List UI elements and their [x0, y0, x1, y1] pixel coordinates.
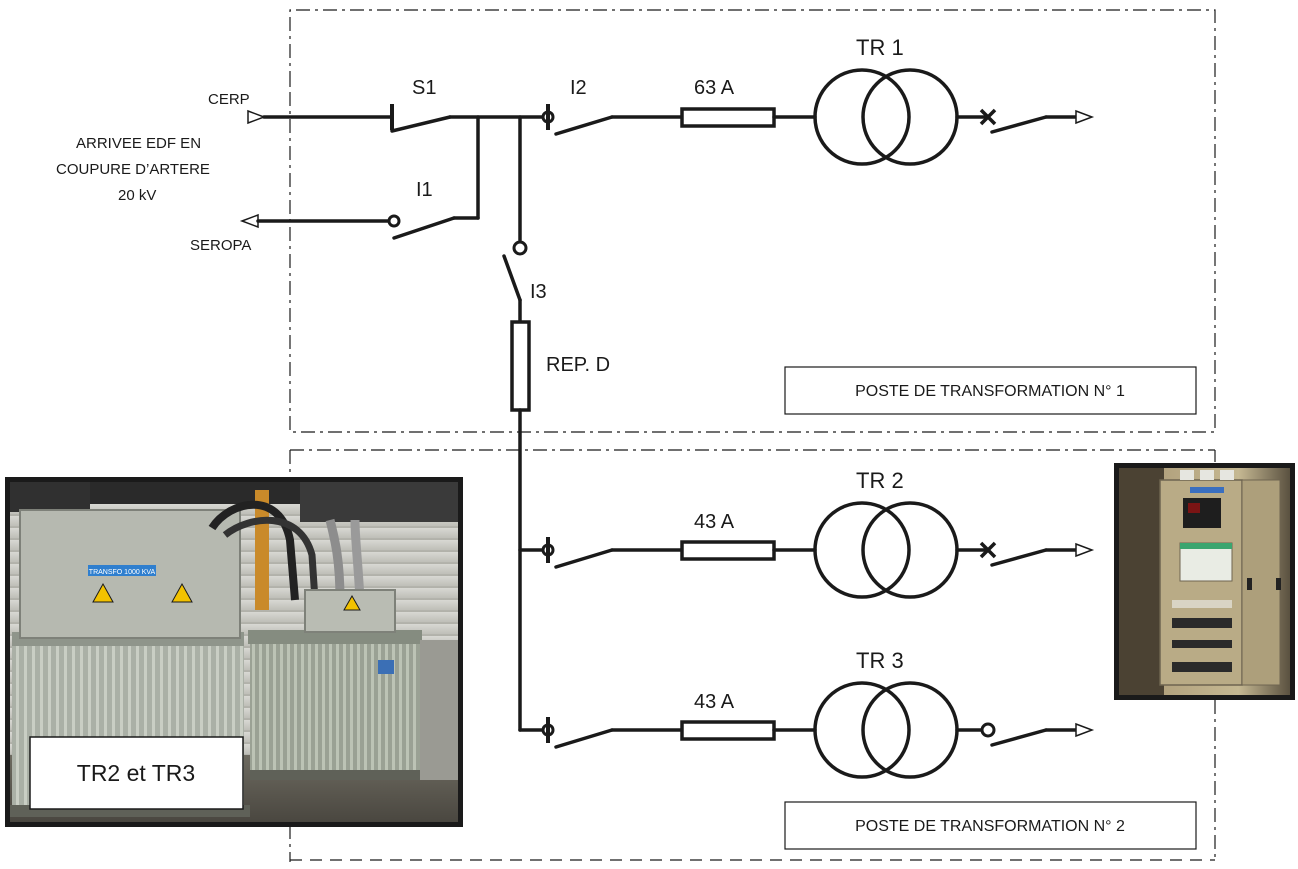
breaker-tr2-output: [955, 541, 1095, 567]
tr3-label: TR 3: [856, 648, 904, 673]
poste-1-label-box: POSTE DE TRANSFORMATION N° 1: [784, 366, 1197, 415]
seropa-outgoing-arrow: [239, 213, 392, 229]
poste-1-label: POSTE DE TRANSFORMATION N° 1: [855, 383, 1125, 400]
rep-d-label: REP. D: [546, 354, 610, 376]
fuse-tr3: [680, 720, 817, 741]
cabinet-photo: [1114, 463, 1295, 700]
photo-caption: TR2 et TR3: [77, 760, 195, 786]
switch-tr3: [518, 717, 684, 749]
fuse-rep-d: [510, 320, 531, 732]
transformer-tr2: [813, 501, 959, 599]
fuse-tr1: [680, 107, 817, 128]
arrivee-edf-line3: 20 kV: [118, 187, 156, 204]
switch-i1: [387, 115, 480, 240]
tr1-label: TR 1: [856, 35, 904, 60]
arrivee-edf-line1: ARRIVEE EDF EN: [76, 135, 201, 152]
poste-2-boundary: [289, 449, 1216, 862]
switch-tr3-output: [955, 722, 1095, 747]
switch-s1: [390, 104, 550, 133]
transformer-photo: TRANSFO 1000 KVA TR2 et TR3: [5, 477, 463, 827]
i1-label: I1: [416, 179, 433, 201]
switch-i3: [502, 115, 528, 324]
tr2-label: TR 2: [856, 468, 904, 493]
arrivee-edf-line2: COUPURE D’ARTERE: [56, 161, 210, 178]
poste-1-boundary: [289, 9, 1216, 433]
transformer-tr3: [813, 681, 959, 779]
poste-2-label: POSTE DE TRANSFORMATION N° 2: [855, 818, 1125, 835]
transformer-tr1: [813, 68, 959, 166]
fuse-tr2: [680, 540, 817, 561]
i2-label: I2: [570, 77, 587, 99]
poste-2-label-box: POSTE DE TRANSFORMATION N° 2: [784, 801, 1197, 850]
fuse-tr3-label: 43 A: [694, 691, 735, 713]
transfo-plate: TRANSFO 1000 KVA: [89, 569, 156, 576]
seropa-label: SEROPA: [190, 237, 251, 254]
breaker-tr1-output: [955, 108, 1095, 134]
cerp-incoming-arrow: [247, 109, 392, 125]
fuse-tr2-label: 43 A: [694, 511, 735, 533]
switch-tr2: [518, 537, 684, 569]
fuse-tr1-label: 63 A: [694, 77, 735, 99]
switch-i2: [541, 104, 684, 136]
cerp-label: CERP: [208, 91, 250, 108]
i3-label: I3: [530, 281, 547, 303]
s1-label: S1: [412, 77, 436, 99]
